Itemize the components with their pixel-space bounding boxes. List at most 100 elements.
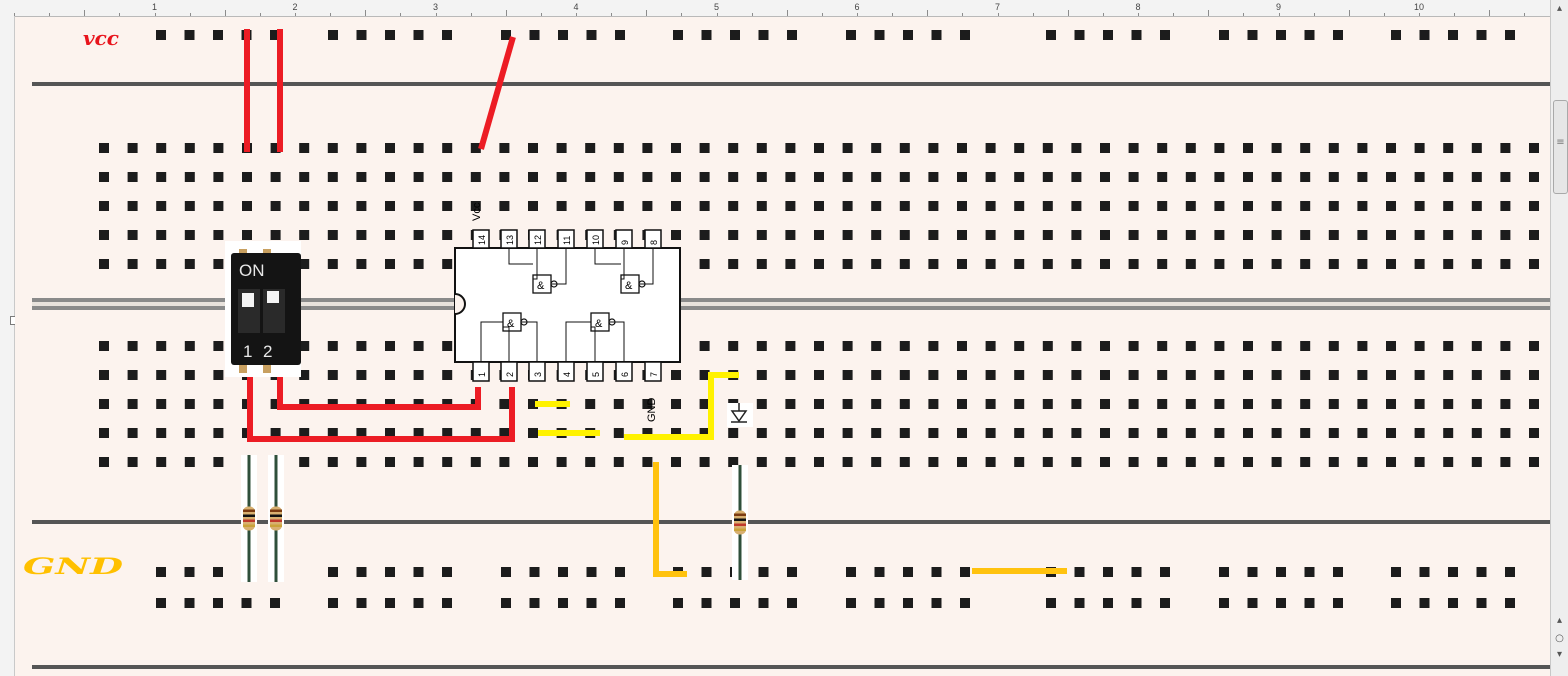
breadboard-hole: [728, 457, 739, 467]
ruler-number: 2: [292, 2, 298, 12]
ic-internal-wire: [594, 248, 654, 285]
breadboard-hole: [585, 399, 596, 409]
breadboard-hole: [787, 598, 797, 608]
breadboard-hole: [671, 428, 681, 438]
dip-toggle-1: [242, 293, 254, 307]
breadboard-hole: [470, 172, 481, 182]
breadboard-hole: [1243, 230, 1253, 240]
scroll-up-icon[interactable]: ▴: [1556, 3, 1563, 14]
breadboard-hole: [156, 457, 167, 467]
breadboard-hole: [413, 598, 424, 608]
breadboard-hole: [1128, 399, 1139, 409]
gate-symbol: &: [625, 280, 633, 292]
breadboard-hole: [1185, 230, 1196, 240]
breadboard-hole: [213, 143, 224, 153]
breadboard-hole: [213, 567, 223, 577]
breadboard-hole: [156, 201, 167, 211]
breadboard-hole: [99, 428, 109, 438]
breadboard-hole: [1414, 428, 1425, 438]
breadboard-hole: [842, 457, 853, 467]
breadboard-hole: [1157, 201, 1168, 211]
breadboard-hole: [1214, 172, 1225, 182]
breadboard-hole: [328, 30, 338, 40]
breadboard-hole: [1414, 457, 1425, 467]
ruler-tick: [435, 13, 437, 16]
breadboard-hole: [1131, 598, 1142, 608]
breadboard-hole: [1219, 30, 1229, 40]
resistor-band: [734, 518, 746, 521]
resistor-band: [270, 514, 282, 517]
breadboard-hole: [1014, 201, 1025, 211]
breadboard-hole: [699, 457, 710, 467]
breadboard-hole: [1014, 172, 1025, 182]
breadboard-hole: [270, 230, 281, 240]
breadboard-hole: [442, 457, 453, 467]
resistor-band: [243, 524, 255, 527]
breadboard-hole: [585, 143, 596, 153]
ruler-tick: [295, 13, 296, 16]
breadboard-hole: [1386, 370, 1396, 380]
breadboard-hole: [127, 341, 138, 351]
breadboard-hole: [156, 259, 167, 269]
breadboard-hole: [1391, 567, 1401, 577]
breadboard-hole: [413, 259, 424, 269]
breadboard-hole: [327, 201, 338, 211]
breadboard-hole: [756, 172, 767, 182]
breadboard-hole: [1046, 30, 1056, 40]
breadboard-hole: [1419, 30, 1430, 40]
vertical-ruler[interactable]: [0, 16, 19, 676]
breadboard-hole: [1414, 143, 1425, 153]
breadboard-hole: [413, 428, 424, 438]
breadboard-hole: [1276, 567, 1286, 577]
browse-object-icon[interactable]: ○: [1555, 633, 1564, 644]
breadboard-hole: [758, 567, 769, 577]
ic-vcc-label: Vcc: [471, 202, 483, 221]
breadboard-hole: [1131, 30, 1142, 40]
dip-switch: ON 1 2: [225, 241, 301, 377]
ic-pin-number: 2: [505, 372, 515, 377]
breadboard-hole: [413, 341, 424, 351]
breadboard-hole: [758, 598, 769, 608]
ic-pin-number: 14: [477, 235, 487, 245]
scroll-down-icon[interactable]: ▴: [1556, 615, 1563, 626]
breadboard-hole: [270, 143, 281, 153]
breadboard-hole: [1185, 399, 1196, 409]
breadboard-hole: [1448, 30, 1458, 40]
breadboard-hole: [1471, 428, 1482, 438]
breadboard-hole: [556, 143, 567, 153]
breadboard-hole: [442, 567, 452, 577]
ic-notch: [454, 293, 466, 315]
breadboard-hole: [1333, 30, 1343, 40]
breadboard-hole: [327, 457, 338, 467]
vertical-scrollbar[interactable]: ▴ ≡ ▴ ○ ▾: [1550, 0, 1568, 676]
scrollbar-thumb[interactable]: ≡: [1553, 100, 1568, 194]
breadboard-hole: [1271, 457, 1282, 467]
breadboard-hole: [585, 201, 596, 211]
breadboard-hole: [442, 370, 453, 380]
breadboard-hole: [899, 399, 910, 409]
breadboard-hole: [1328, 399, 1339, 409]
breadboard-hole: [1386, 259, 1396, 269]
breadboard-hole: [1271, 370, 1282, 380]
breadboard-hole: [985, 201, 996, 211]
breadboard-hole: [1471, 399, 1482, 409]
breadboard-hole: [184, 30, 195, 40]
next-page-icon[interactable]: ▾: [1556, 649, 1563, 660]
breadboard-hole: [699, 428, 710, 438]
breadboard-hole: [1014, 143, 1025, 153]
breadboard-hole: [1100, 172, 1110, 182]
breadboard-hole: [213, 598, 223, 608]
breadboard-hole: [270, 201, 281, 211]
breadboard-hole: [184, 172, 195, 182]
breadboard-hole: [1100, 428, 1110, 438]
gate-symbol: &: [595, 318, 603, 330]
breadboard-hole: [957, 399, 967, 409]
breadboard-hole: [642, 399, 653, 409]
breadboard-hole: [842, 341, 853, 351]
breadboard-hole: [814, 172, 824, 182]
ic-internal-wire: [508, 248, 567, 285]
breadboard-hole: [585, 172, 596, 182]
breadboard-hole: [413, 143, 424, 153]
